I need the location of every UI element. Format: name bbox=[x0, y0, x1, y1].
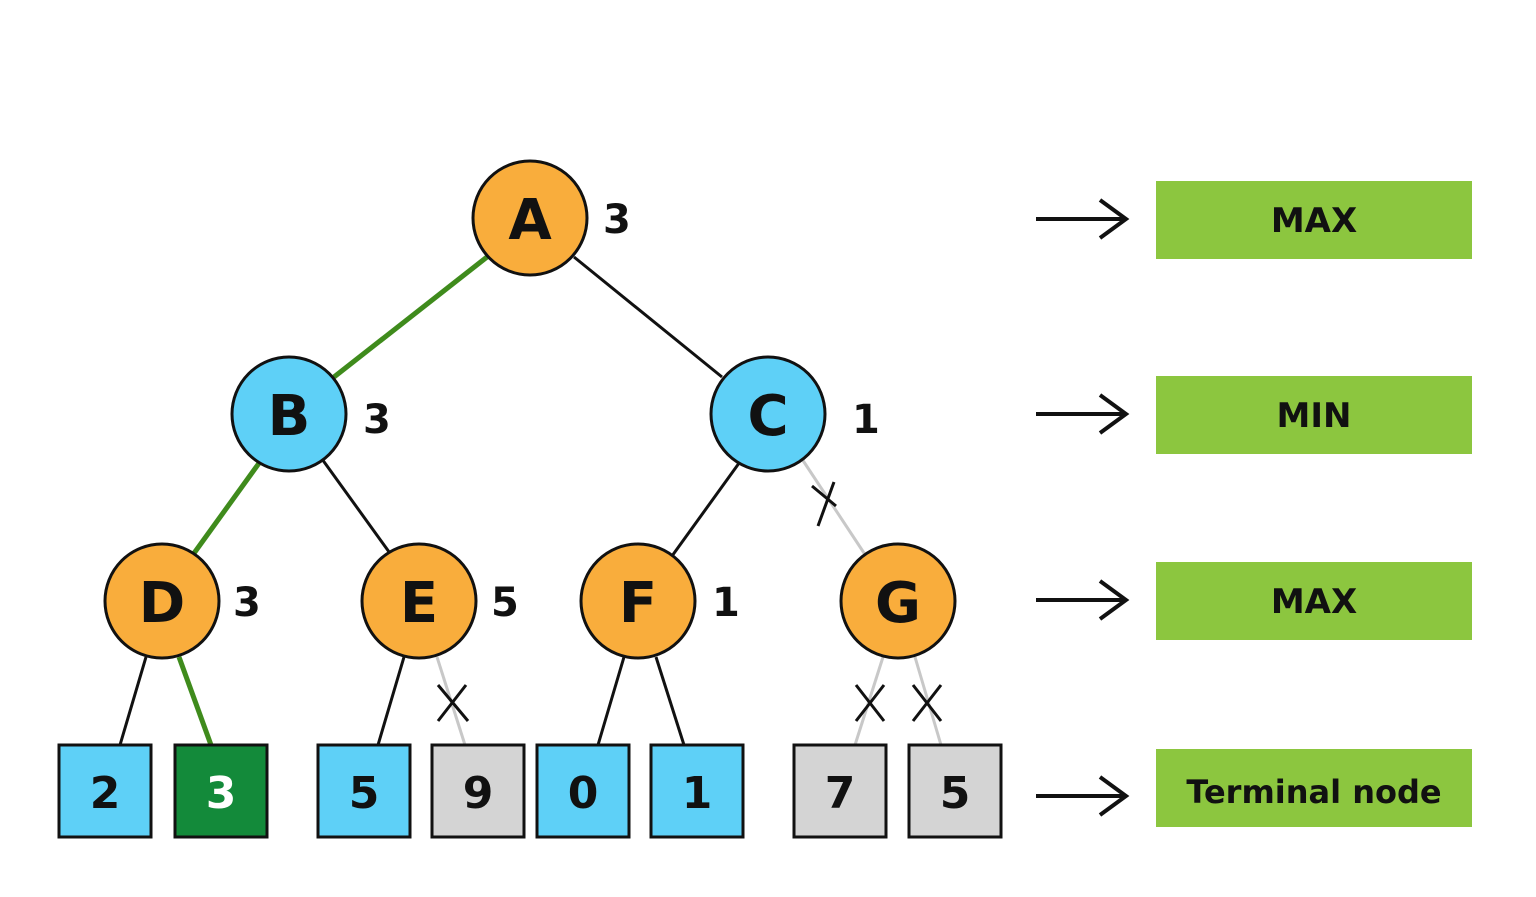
level-row-terminal: Terminal node bbox=[1036, 749, 1472, 827]
edge-d-leaf-2 bbox=[118, 656, 148, 746]
node-d-value: 3 bbox=[233, 580, 261, 626]
level-label-box bbox=[1156, 376, 1472, 454]
node-b: B bbox=[230, 355, 348, 473]
node-f: F bbox=[579, 542, 697, 660]
leaf-value: 2 bbox=[90, 768, 121, 819]
level-label-max-top: MAX bbox=[1271, 201, 1357, 241]
edge-a-b bbox=[332, 255, 489, 379]
leaf-box bbox=[792, 743, 888, 839]
prune-cross-icon bbox=[811, 481, 837, 527]
tree-edges bbox=[118, 255, 943, 746]
level-row-max-bottom: MAX bbox=[1036, 562, 1472, 640]
leaf-box bbox=[430, 743, 526, 839]
node-b-value: 3 bbox=[363, 397, 391, 443]
node-f-circle bbox=[579, 542, 697, 660]
leaf-nodes: 2 3 5 9 0 1 7 5 bbox=[57, 743, 1003, 839]
node-f-label: F bbox=[619, 571, 657, 636]
leaf-value: 5 bbox=[940, 768, 971, 819]
leaf-node: 1 bbox=[649, 743, 745, 839]
node-d: D bbox=[103, 542, 221, 660]
node-c: C bbox=[709, 355, 827, 473]
leaf-value: 3 bbox=[206, 768, 237, 819]
leaf-value: 1 bbox=[682, 768, 713, 819]
prune-cross-icon bbox=[911, 684, 943, 722]
leaf-value: 9 bbox=[463, 768, 494, 819]
node-c-circle bbox=[709, 355, 827, 473]
leaf-node: 5 bbox=[907, 743, 1003, 839]
leaf-box bbox=[907, 743, 1003, 839]
right-arrow-icon bbox=[1036, 198, 1130, 240]
node-g-circle bbox=[839, 542, 957, 660]
level-label-max-bottom: MAX bbox=[1271, 582, 1357, 622]
level-label-box bbox=[1156, 749, 1472, 827]
prune-cross-icon bbox=[436, 684, 470, 722]
leaf-box bbox=[649, 743, 745, 839]
node-d-circle bbox=[103, 542, 221, 660]
prune-cross-icon bbox=[854, 684, 886, 722]
leaf-value: 7 bbox=[825, 768, 856, 819]
edge-c-g-pruned bbox=[800, 458, 868, 557]
edge-a-c bbox=[573, 255, 723, 379]
leaf-value: 5 bbox=[349, 768, 380, 819]
level-label-box bbox=[1156, 181, 1472, 259]
node-e-circle bbox=[360, 542, 478, 660]
node-c-value: 1 bbox=[852, 397, 880, 443]
node-a-circle bbox=[471, 159, 589, 277]
node-a-label: A bbox=[508, 188, 552, 253]
leaf-node: 9 bbox=[430, 743, 526, 839]
node-e-label: E bbox=[400, 571, 438, 636]
leaf-value: 0 bbox=[568, 768, 599, 819]
level-label-terminal: Terminal node bbox=[1186, 773, 1441, 811]
node-g-label: G bbox=[875, 571, 921, 636]
node-a-value: 3 bbox=[603, 197, 631, 243]
leaf-box bbox=[57, 743, 153, 839]
node-g: G bbox=[839, 542, 957, 660]
edge-f-leaf-0 bbox=[596, 656, 626, 746]
node-d-label: D bbox=[139, 571, 185, 636]
level-row-max-top: MAX bbox=[1036, 181, 1472, 259]
node-e-value: 5 bbox=[491, 580, 519, 626]
edge-e-leaf-5 bbox=[376, 656, 406, 746]
leaf-node: 7 bbox=[792, 743, 888, 839]
prune-crosses bbox=[436, 481, 943, 722]
edge-d-leaf-3 bbox=[176, 656, 214, 746]
right-arrow-icon bbox=[1036, 393, 1130, 435]
level-label-min: MIN bbox=[1277, 396, 1352, 436]
leaf-node: 2 bbox=[57, 743, 153, 839]
right-arrow-icon bbox=[1036, 579, 1130, 621]
edge-b-d bbox=[189, 457, 265, 558]
level-row-min: MIN bbox=[1036, 376, 1472, 454]
node-f-value: 1 bbox=[712, 580, 740, 626]
node-b-label: B bbox=[268, 384, 311, 449]
leaf-box bbox=[316, 743, 412, 839]
node-b-circle bbox=[230, 355, 348, 473]
node-c-label: C bbox=[747, 384, 788, 449]
level-legend: MAX MIN MAX Terminal node bbox=[1036, 181, 1472, 827]
node-a: A bbox=[471, 159, 589, 277]
leaf-node: 5 bbox=[316, 743, 412, 839]
right-arrow-icon bbox=[1036, 775, 1130, 817]
edge-c-f bbox=[670, 458, 744, 557]
level-label-box bbox=[1156, 562, 1472, 640]
edge-f-leaf-1 bbox=[654, 656, 686, 746]
leaf-box bbox=[173, 743, 269, 839]
leaf-node: 0 bbox=[535, 743, 631, 839]
node-e: E bbox=[360, 542, 478, 660]
edge-b-e bbox=[320, 458, 394, 557]
leaf-box bbox=[535, 743, 631, 839]
leaf-node: 3 bbox=[173, 743, 269, 839]
